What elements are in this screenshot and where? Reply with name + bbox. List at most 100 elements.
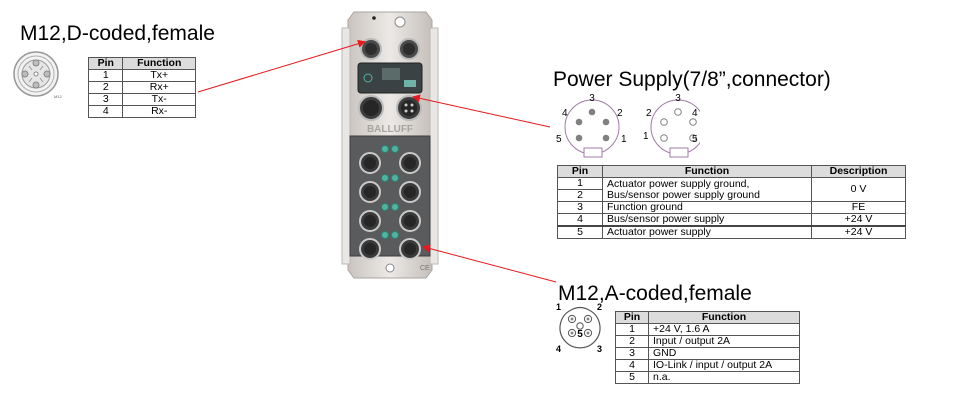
table-row: 1 +24 V, 1.6 A: [615, 323, 800, 336]
d-coded-connector-icon: M12: [13, 51, 63, 99]
header-pin: Pin: [615, 311, 649, 324]
power-out-port: [358, 95, 384, 121]
function-cell: Function ground: [602, 201, 812, 214]
table-row: 2 Input / output 2A: [615, 335, 800, 348]
header-function: Function: [122, 57, 196, 70]
svg-text:5: 5: [577, 329, 583, 340]
table-row: 4 IO-Link / input / output 2A: [615, 359, 800, 372]
a-coded-pin-table: Pin Function 1 +24 V, 1.6 A 2 Input / ou…: [615, 311, 800, 384]
power-in-port: [396, 95, 422, 121]
a-coded-connector-icon: 5 1 2 4 3: [556, 302, 602, 354]
function-cell: GND: [648, 347, 800, 360]
m12-a-port: [359, 238, 381, 260]
function-cell: IO-Link / input / output 2A: [648, 359, 800, 372]
power-supply-pin-table: Pin Function Description 1 Actuator powe…: [557, 165, 906, 239]
status-led: [381, 174, 389, 182]
table-row: 4 Rx-: [87, 105, 196, 118]
pin-cell: 5: [615, 371, 649, 384]
svg-text:3: 3: [597, 344, 602, 354]
svg-text:2: 2: [646, 108, 652, 119]
svg-text:4: 4: [692, 108, 698, 119]
pin-cell: 2: [87, 81, 124, 94]
table-row: 1 Tx+: [87, 69, 196, 82]
pin-cell: 3: [87, 93, 124, 106]
a-coded-title: M12,A-coded,female: [558, 282, 752, 305]
table-row: 3 Tx-: [87, 93, 196, 106]
status-led: [391, 203, 399, 211]
power-connector-female-labels-right: 4 5: [692, 108, 698, 145]
table-row: 5 Actuator power supply +24 V: [557, 225, 906, 239]
svg-text:1: 1: [643, 131, 649, 142]
io-link-master-device: BALLUFF CE: [341, 11, 439, 279]
m12-d-port-left: [360, 38, 382, 60]
pin-cell: 1: [557, 177, 603, 190]
description-cell: 0 V: [811, 177, 906, 202]
svg-text:1: 1: [556, 302, 561, 312]
function-cell: Tx-: [122, 93, 196, 106]
pin-cell: 2: [557, 189, 603, 202]
arrow-a-coded: [422, 244, 557, 283]
header-pin: Pin: [557, 165, 603, 178]
m12-a-port: [399, 152, 421, 174]
m12-a-port: [359, 181, 381, 203]
svg-text:1: 1: [621, 134, 627, 145]
description-cell: +24 V: [811, 213, 906, 227]
header-description: Description: [811, 165, 906, 178]
status-led: [391, 174, 399, 182]
function-cell: Input / output 2A: [648, 335, 800, 348]
function-cell: Actuator power supply: [602, 225, 812, 239]
function-cell: n.a.: [648, 371, 800, 384]
svg-text:3: 3: [675, 93, 681, 104]
table-row: 4 Bus/sensor power supply +24 V: [557, 213, 906, 227]
description-cell: FE: [811, 201, 906, 214]
power-connector-female-icon: 3 2: [646, 93, 700, 158]
status-led: [381, 203, 389, 211]
svg-text:5: 5: [556, 134, 562, 145]
ce-mark: CE: [420, 265, 430, 272]
function-cell: Rx-: [122, 105, 196, 118]
m12-a-port: [399, 181, 421, 203]
pin-cell: 4: [557, 213, 603, 227]
power-connector-female-label-1: 1: [643, 131, 649, 142]
m12-a-port: [359, 210, 381, 232]
m12-a-port: [399, 210, 421, 232]
status-led: [391, 145, 399, 153]
header-pin: Pin: [87, 57, 124, 70]
table-row: 5 n.a.: [615, 371, 800, 384]
function-cell: Bus/sensor power supply: [602, 213, 812, 227]
pin-cell: 4: [615, 359, 649, 372]
header-function: Function: [648, 311, 800, 324]
svg-text:3: 3: [589, 93, 595, 104]
svg-text:4: 4: [556, 344, 561, 354]
pin-cell: 2: [615, 335, 649, 348]
pin-cell: 3: [557, 201, 603, 214]
table-row: 3 GND: [615, 347, 800, 360]
power-supply-title: Power Supply(7/8”,connector): [553, 68, 831, 91]
power-connector-male-icon: 3 4 2 5 1: [556, 93, 627, 158]
table-row: 3 Function ground FE: [557, 201, 906, 214]
pin-cell: 1: [615, 323, 649, 336]
d-coded-title: M12,D-coded,female: [20, 22, 215, 45]
brand-logo: BALLUFF: [367, 124, 413, 135]
m12-d-port-right: [398, 38, 420, 60]
svg-text:2: 2: [617, 108, 623, 119]
function-cell: Actuator power supply ground,Bus/sensor …: [602, 177, 812, 202]
pin-cell: 5: [557, 225, 603, 239]
svg-text:2: 2: [597, 302, 602, 312]
pin-cell: 1: [87, 69, 124, 82]
table-row: 2 Rx+: [87, 81, 196, 94]
header-function: Function: [602, 165, 812, 178]
svg-text:M12: M12: [54, 94, 63, 99]
function-cell: Tx+: [122, 69, 196, 82]
status-led: [381, 145, 389, 153]
svg-text:5: 5: [692, 134, 698, 145]
m12-a-port: [399, 238, 421, 260]
status-led: [391, 231, 399, 239]
d-coded-pin-table: Pin Function 1 Tx+ 2 Rx+ 3 Tx- 4 Rx-: [87, 57, 196, 118]
status-led: [381, 231, 389, 239]
m12-a-port: [359, 152, 381, 174]
function-cell: Rx+: [122, 81, 196, 94]
svg-text:4: 4: [562, 108, 568, 119]
description-cell: +24 V: [811, 225, 906, 239]
function-cell: +24 V, 1.6 A: [648, 323, 800, 336]
